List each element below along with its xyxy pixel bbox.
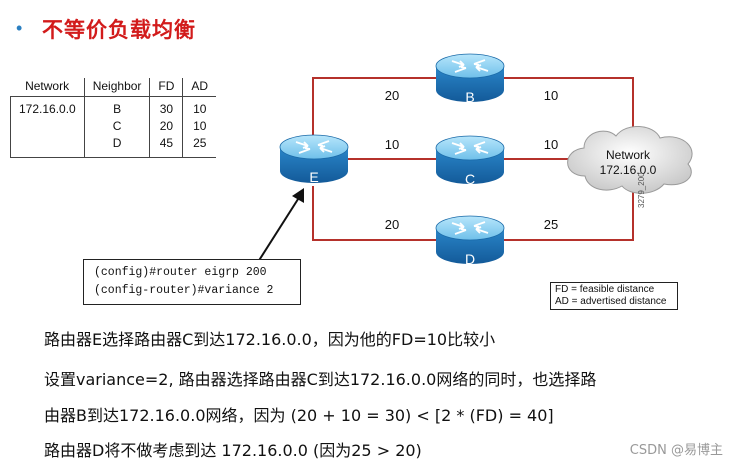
table-cell-fd: 20 <box>149 118 183 135</box>
cloud-label-line2: 172.16.0.0 <box>600 163 657 177</box>
table-header-ad: AD <box>182 78 217 97</box>
table-header-fd: FD <box>149 78 183 97</box>
bullet: • <box>16 18 23 38</box>
table-header-neighbor: Neighbor <box>83 78 150 97</box>
page-title: 不等价负载均衡 <box>42 18 196 42</box>
router-d-label: D <box>465 251 475 267</box>
table-header-network: Network <box>10 78 85 97</box>
arrow <box>257 188 304 263</box>
explanation-line-1: 路由器E选择路由器C到达172.16.0.0，因为他的FD=10比较小 <box>44 330 496 349</box>
explanation-line-4: 路由器D将不做考虑到达 172.16.0.0 (因为25 > 20) <box>44 441 422 460</box>
metric-b-net: 10 <box>544 88 558 103</box>
table-cell-ad: 10 <box>182 118 217 135</box>
table-row: 172.16.0.0 B 30 10 <box>10 96 217 118</box>
legend-box: FD = feasible distance AD = advertised d… <box>550 282 678 310</box>
metric-c-net: 10 <box>544 137 558 152</box>
table-cell-neighbor: C <box>83 118 150 135</box>
routing-table: Network Neighbor FD AD 172.16.0.0 B 30 1… <box>10 78 217 158</box>
router-e-label: E <box>309 169 318 185</box>
legend-ad: AD = advertised distance <box>555 296 667 307</box>
metric-e-d: 20 <box>385 217 399 232</box>
network-cloud <box>567 126 693 194</box>
legend-fd: FD = feasible distance <box>555 284 655 295</box>
metric-e-c: 10 <box>385 137 399 152</box>
watermark: CSDN @易博主 <box>629 443 723 458</box>
table-cell-fd: 30 <box>149 96 183 118</box>
table-cell-network: 172.16.0.0 <box>10 96 85 118</box>
metric-e-b: 20 <box>385 88 399 103</box>
router-b-label: B <box>465 89 474 105</box>
cloud-label-line1: Network <box>606 148 651 162</box>
command-box: (config)#router eigrp 200 (config-router… <box>83 259 301 305</box>
command-line-2: (config-router)#variance 2 <box>94 284 274 297</box>
command-line-1: (config)#router eigrp 200 <box>94 266 267 279</box>
figure-id: 3279_200 <box>637 172 646 208</box>
table-row: C 20 10 <box>10 118 217 135</box>
table-cell-ad: 25 <box>182 135 217 158</box>
table-row: D 45 25 <box>10 135 217 158</box>
table-cell-ad: 10 <box>182 96 217 118</box>
table-cell-neighbor: D <box>83 135 150 158</box>
table-header-row: Network Neighbor FD AD <box>10 78 217 97</box>
table-cell-neighbor: B <box>83 96 150 118</box>
metric-d-net: 25 <box>544 217 558 232</box>
router-c-label: C <box>465 171 475 187</box>
explanation-line-2: 设置variance=2, 路由器选择路由器C到达172.16.0.0网络的同时… <box>44 370 597 389</box>
explanation-line-3: 由器B到达172.16.0.0网络，因为 (20 + 10 = 30) < [2… <box>44 406 554 425</box>
table-cell-fd: 45 <box>149 135 183 158</box>
